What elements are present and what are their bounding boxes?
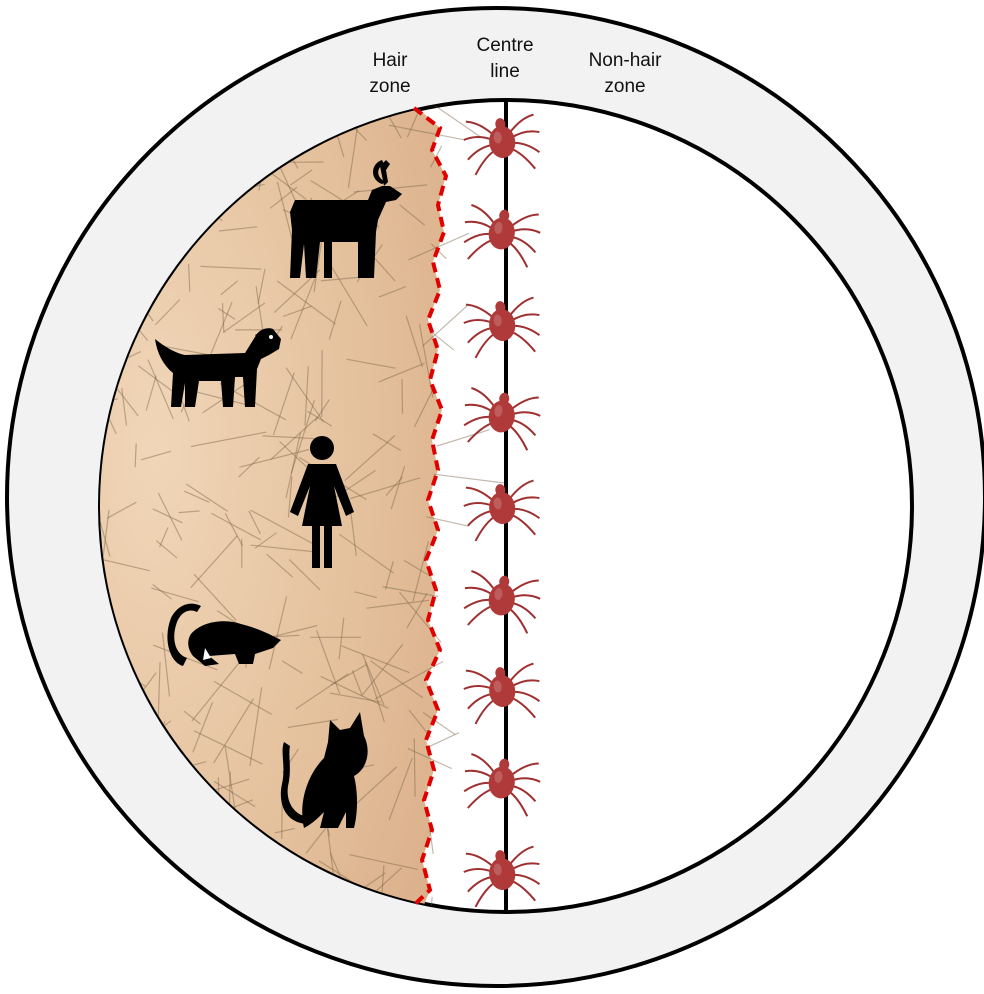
hair-zone-label-line2: zone xyxy=(369,76,410,97)
non-hair-zone-label-line1: Non-hair xyxy=(589,50,663,71)
centre-line-label-line1: Centre xyxy=(476,35,533,56)
centre-line-label-line2: line xyxy=(490,61,520,82)
hair-zone-label-line1: Hair xyxy=(373,50,409,71)
non-hair-zone-label-line2: zone xyxy=(604,76,645,97)
